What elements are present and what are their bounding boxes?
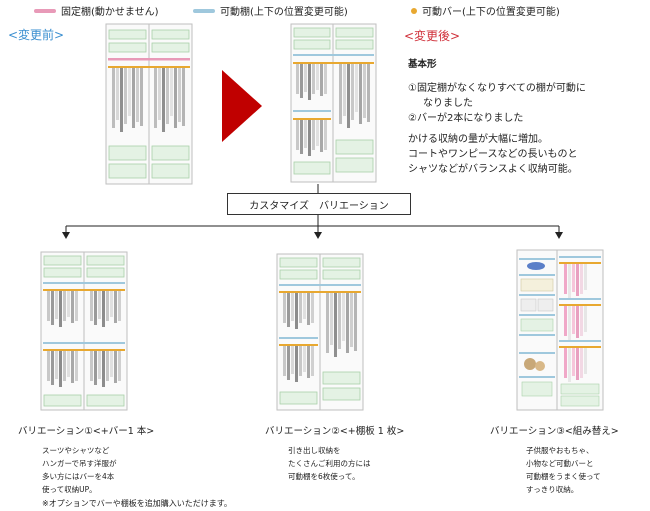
variation2-closet (276, 253, 364, 411)
variation1-desc-1: スーツやシャツなど (42, 446, 110, 455)
basic-note-1: かける収納の量が大幅に増加。 (408, 134, 548, 145)
customize-variation-box: カスタマイズ バリエーション (227, 193, 411, 215)
variation2-desc-3: 可動棚を6枚使って。 (288, 472, 360, 481)
variation2-desc-2: たくさんご利用の方には (288, 459, 371, 468)
variation3-desc-3: 可動棚をうまく使って (526, 472, 601, 481)
movable-shelf-swatch-icon (193, 8, 215, 13)
legend-movable-label: 可動棚(上下の位置変更可能) (220, 7, 348, 18)
before-label: <変更前> (8, 28, 65, 42)
variation3-desc-4: すっきり収納。 (526, 485, 579, 494)
arrow-down-icon (62, 232, 70, 239)
variation1-desc-4: 使って収納UP。 (42, 485, 97, 494)
bear-toy-icon (524, 358, 536, 370)
legend-bar-label: 可動バー(上下の位置変更可能) (422, 7, 560, 18)
variation2-title: バリエーション②<+棚板 1 枚> (265, 426, 405, 437)
basic-note-3: シャツなどがバランスよく収納可能。 (408, 164, 578, 175)
after-closet (290, 23, 377, 183)
arrow-down-icon (314, 232, 322, 239)
before-closet (105, 23, 193, 185)
basic-title: 基本形 (408, 59, 437, 70)
arrow-down-icon (555, 232, 563, 239)
fixed-shelf-swatch-icon (34, 8, 56, 13)
movable-bar-dot-icon (411, 7, 417, 14)
basic-line-2: なりました (423, 98, 473, 109)
variation1-closet (40, 251, 128, 411)
variation1-desc-3: 多い方にはバーを4本 (42, 472, 115, 481)
variation3-desc-2: 小物など可動バーと (526, 459, 594, 468)
legend-movable-shelf: 可動棚(上下の位置変更可能) (193, 3, 348, 18)
hat-icon (527, 262, 545, 270)
after-label: <変更後> (404, 29, 461, 43)
basic-line-3: ②バーが2本になりました (408, 113, 524, 124)
variation3-title: バリエーション③<組み替え> (490, 426, 619, 437)
variation1-title: バリエーション①<+バー1 本> (18, 426, 155, 437)
legend-movable-bar: 可動バー(上下の位置変更可能) (411, 3, 560, 18)
change-arrow-icon (222, 70, 262, 142)
variation3-closet (516, 249, 604, 411)
variation2-desc-1: 引き出し収納を (288, 446, 341, 455)
variation1-desc-2: ハンガーで吊す洋服が (42, 459, 117, 468)
legend-fixed-label: 固定棚(動かせません) (61, 7, 159, 18)
basic-line-1: ①固定棚がなくなりすべての棚が可動に (408, 83, 586, 94)
legend-fixed-shelf: 固定棚(動かせません) (34, 3, 159, 18)
basic-note-2: コートやワンピースなどの長いものと (408, 149, 578, 160)
footnote: ※オプションでバーや棚板を追加購入いただけます。 (42, 499, 232, 508)
variation3-desc-1: 子供服やおもちゃ、 (526, 446, 594, 455)
